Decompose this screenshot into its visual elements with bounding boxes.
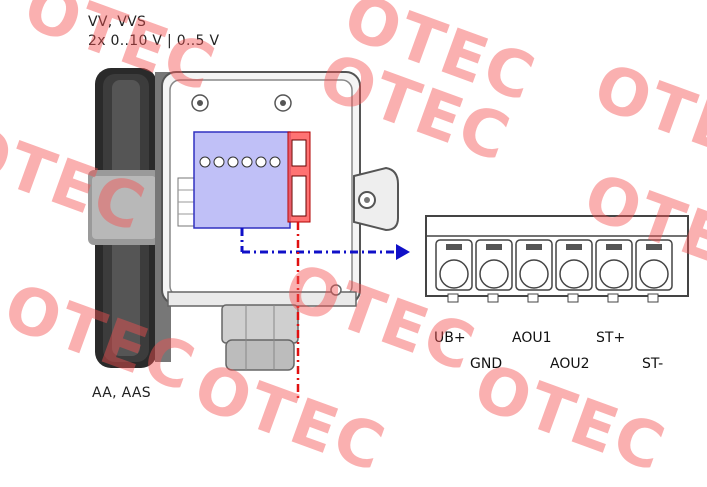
blue-arrow <box>240 228 410 260</box>
model-label-bottom: AA, AAS <box>92 385 151 401</box>
terminal-label-aou1: AOU1 <box>512 330 552 346</box>
red-connector-highlight <box>287 131 311 223</box>
model-label: VV, VVS <box>88 14 147 30</box>
terminal-label-aou2: AOU2 <box>550 356 590 372</box>
spec-label: 2x 0..10 V | 0..5 V <box>88 33 220 49</box>
terminal-label-ub-plus: UB+ <box>434 330 466 346</box>
terminal-label-st-minus: ST- <box>642 356 664 372</box>
terminal-block-highlight <box>193 131 291 229</box>
enlarged-terminal-block <box>425 215 689 303</box>
terminal-label-st-plus: ST+ <box>596 330 626 346</box>
device-diagram <box>88 68 689 400</box>
terminal-label-gnd: GND <box>470 356 503 372</box>
